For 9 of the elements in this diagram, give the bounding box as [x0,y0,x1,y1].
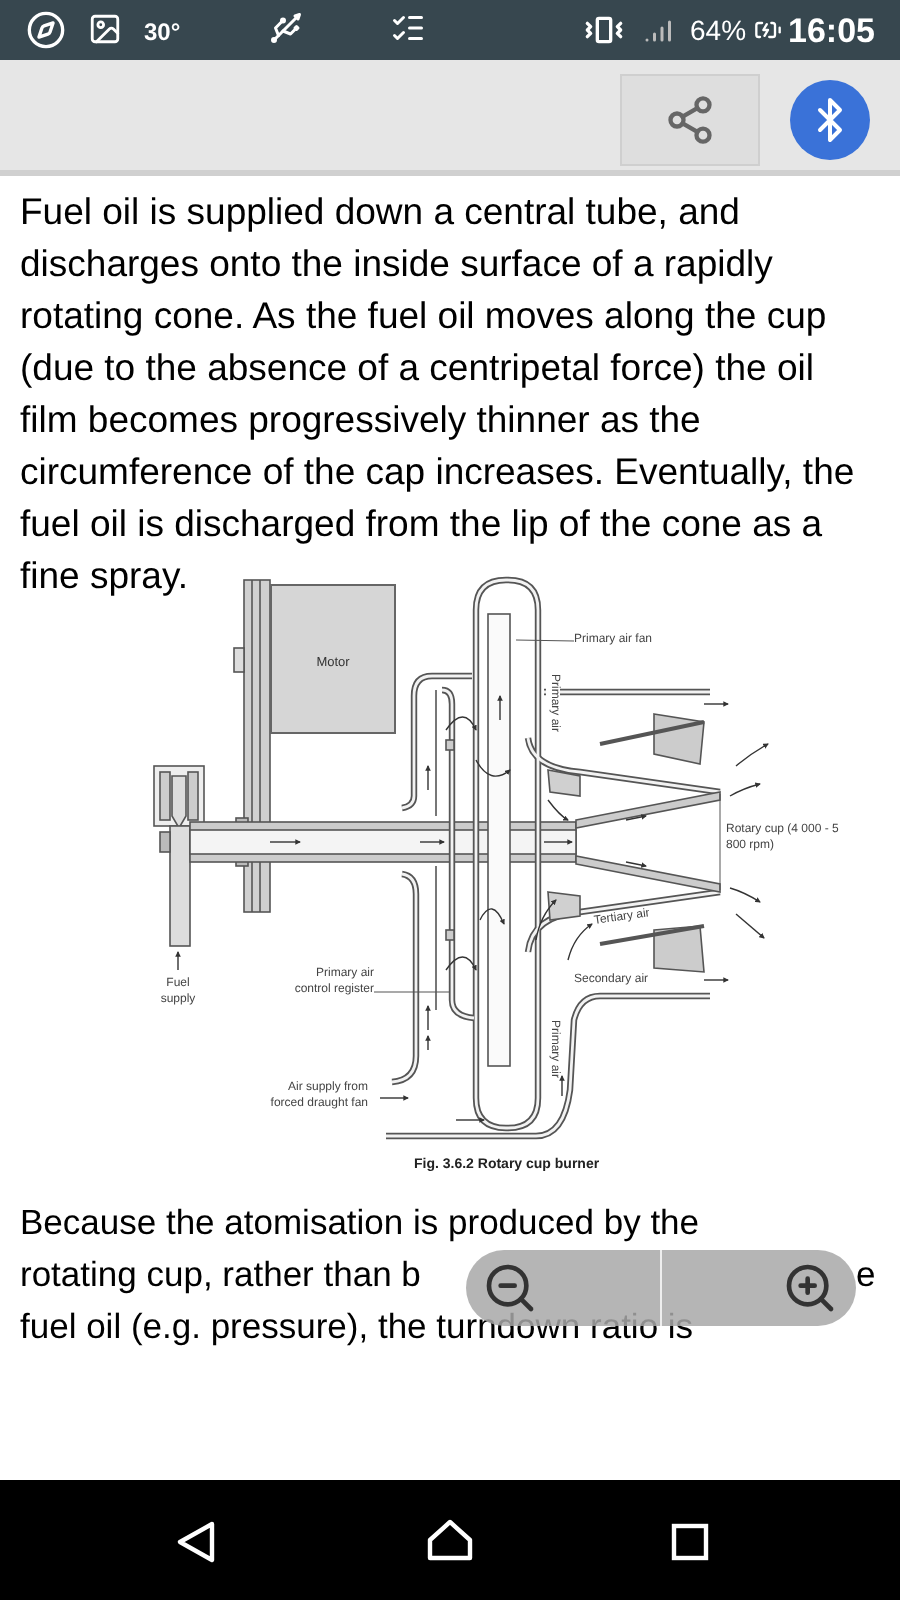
leader-line [515,639,575,642]
temperature-text: 30° [144,16,181,50]
body-text-line: Because the atomisation is produced by the [20,1200,700,1246]
body-text-line: e [856,1252,876,1298]
leader-line [373,991,451,993]
battery-percent: 64% [690,12,747,50]
body-text-line: rotating cup, rather than b [20,1252,421,1298]
clock-time: 16:05 [788,10,875,54]
body-text-line: fuel oil (e.g. pressure), the turndown ratio is [20,1304,694,1350]
